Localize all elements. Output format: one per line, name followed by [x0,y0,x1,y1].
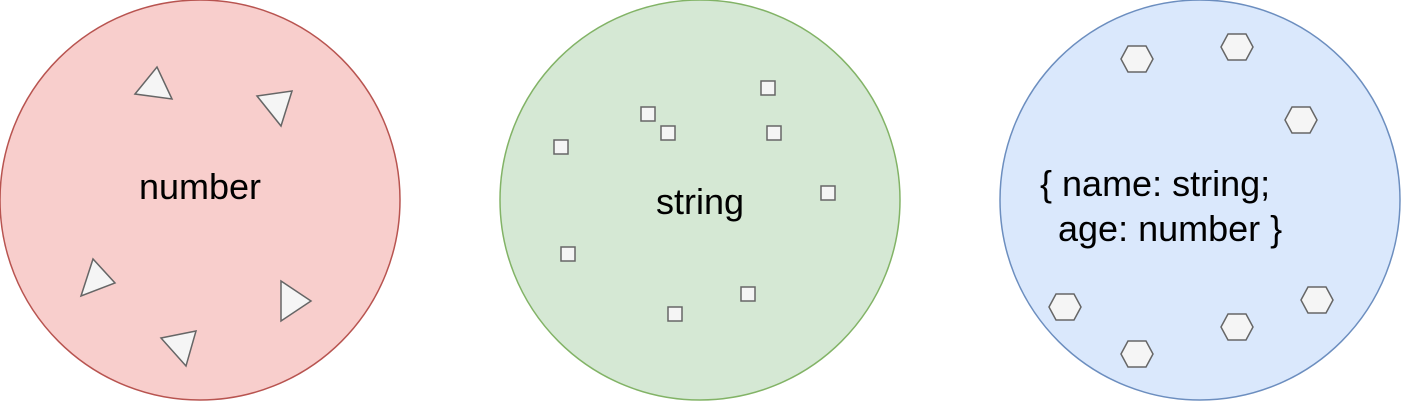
hexagon-shape [1048,293,1082,321]
square-shape [667,306,683,322]
hexagon-shape [1120,45,1154,73]
object-elements [1048,33,1334,368]
object-set-label-line-2: age: number } [1058,208,1283,249]
hexagon-shape [1120,340,1154,368]
hexagon-shape [1220,313,1254,341]
triangle-shape [280,279,313,323]
triangle-shape [79,257,117,298]
number-set-label: number [138,166,262,207]
square-shape [560,246,576,262]
triangle-shape [255,90,294,128]
square-shape [766,125,782,141]
square-shape [740,286,756,302]
hexagon-shape [1220,33,1254,61]
square-shape [660,125,676,141]
number-elements [79,65,313,368]
triangle-shape [133,65,174,100]
number-set-outline [0,0,401,401]
object-set-outline [999,0,1401,401]
triangle-shape [159,330,198,368]
square-shape [760,80,776,96]
string-set-label: string [655,181,745,222]
string-set-outline [499,0,901,401]
number-set [0,0,401,401]
object-set-label: { name: string; age: number } [1040,161,1360,251]
square-shape [640,106,656,122]
string-set-circle [500,0,900,400]
string-elements [553,80,836,322]
object-set [999,0,1401,401]
hexagon-shape [1300,286,1334,314]
string-set [499,0,901,401]
square-shape [553,139,569,155]
hexagon-shape [1284,106,1318,134]
object-set-circle [1000,0,1400,400]
square-shape [820,185,836,201]
object-set-label-line-1: { name: string; [1040,163,1271,204]
